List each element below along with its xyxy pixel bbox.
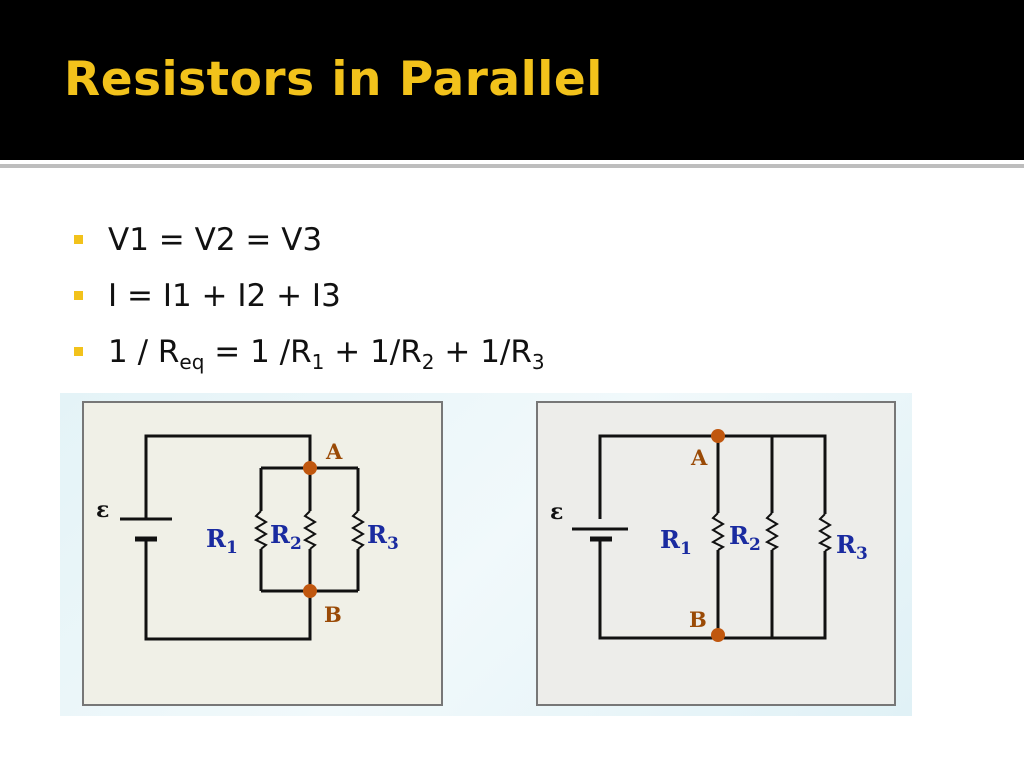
r3-label: R3 [836, 530, 868, 564]
equation-subscript: 1 [311, 350, 325, 375]
resistor-r1 [710, 512, 726, 551]
equation-part: = 1 /R [204, 334, 312, 370]
left-wires [144, 434, 360, 641]
resistor-r1 [253, 510, 268, 550]
node-b-label: B [324, 602, 342, 627]
equation-part: + 1/R [434, 334, 532, 370]
equation-part: 1 / R [108, 334, 180, 370]
node-b-label: B [689, 607, 707, 632]
square-bullet-icon [74, 235, 83, 244]
left-circuit: ε A B R1 R2 R3 [82, 401, 443, 706]
bullet-text: I = I1 + I2 + I3 [108, 278, 341, 314]
bullet-current: I = I1 + I2 + I3 [74, 274, 545, 330]
wire [144, 434, 312, 519]
circuit-figure: ε A B R1 R2 R3 [60, 393, 912, 716]
r1-label: R1 [206, 524, 238, 558]
r2-label: R2 [729, 521, 761, 555]
node-a-dot [303, 461, 317, 475]
bullet-voltage: V1 = V2 = V3 [74, 218, 545, 274]
node-b-dot [711, 628, 725, 642]
node-a-dot [711, 429, 725, 443]
bullet-resistance: 1 / Req = 1 /R1 + 1/R2 + 1/R3 [74, 330, 545, 386]
right-circuit: ε A B R1 R2 R3 [536, 401, 896, 706]
slide-title: Resistors in Parallel [64, 52, 603, 107]
resistor-r2 [764, 512, 780, 551]
equation-subscript: eq [179, 350, 205, 375]
square-bullet-icon [74, 291, 83, 300]
title-divider [0, 160, 1024, 163]
resistor-r2 [302, 510, 317, 550]
equation-part: + 1/R [324, 334, 422, 370]
node-a-label: A [325, 439, 343, 464]
square-bullet-icon [74, 347, 83, 356]
right-battery-icon [572, 527, 628, 542]
emf-label: ε [550, 499, 563, 525]
title-bar: Resistors in Parallel [0, 0, 1024, 160]
right-panel-frame [536, 401, 896, 706]
resistor-r3 [817, 513, 833, 552]
r2-label: R2 [270, 520, 302, 554]
r1-label: R1 [660, 525, 692, 559]
bullet-text: V1 = V2 = V3 [108, 222, 323, 258]
node-a-label: A [690, 445, 708, 470]
wire [144, 539, 312, 641]
emf-label: ε [96, 497, 109, 523]
bullet-list: V1 = V2 = V3 I = I1 + I2 + I3 1 / Req = … [74, 218, 545, 386]
equation-subscript: 3 [531, 350, 545, 375]
node-b-dot [303, 584, 317, 598]
left-resistors [253, 510, 365, 550]
title-divider-shadow [0, 164, 1024, 168]
r3-label: R3 [367, 520, 399, 554]
left-battery-icon [120, 517, 172, 542]
right-resistors [710, 512, 833, 552]
resistor-r3 [350, 510, 365, 550]
equation-subscript: 2 [421, 350, 435, 375]
circuit-diagrams-svg: ε A B R1 R2 R3 [82, 401, 896, 706]
